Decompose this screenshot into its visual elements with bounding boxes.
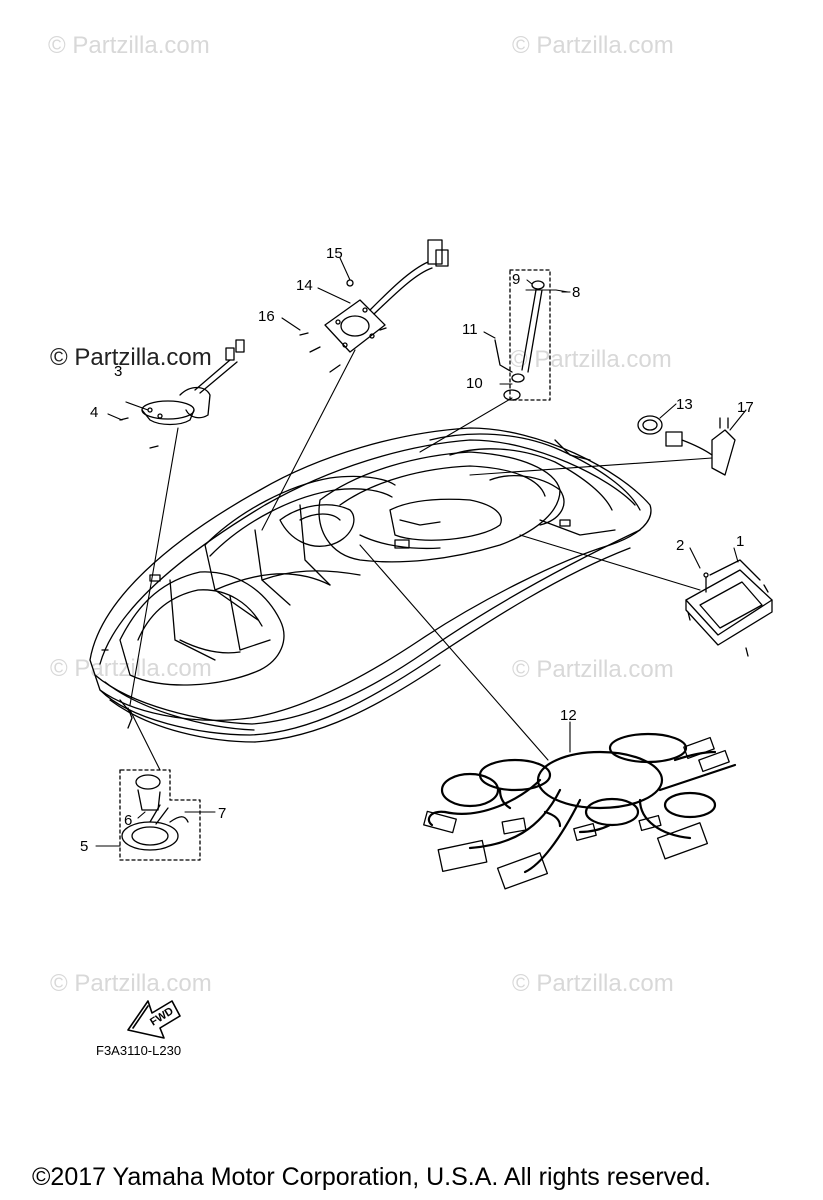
watermark: © Partzilla.com — [50, 970, 212, 997]
callout-3: 3 — [114, 363, 123, 380]
boat-hull — [89, 427, 652, 743]
callout-16: 16 — [258, 308, 275, 325]
callout-15: 15 — [326, 245, 343, 262]
callout-13: 13 — [676, 396, 693, 413]
part-17-sensor — [637, 415, 736, 476]
callout-12: 12 — [560, 707, 577, 724]
copyright: ©2017 Yamaha Motor Corporation, U.S.A. A… — [32, 1163, 711, 1191]
callout-4: 4 — [90, 404, 99, 421]
callout-ticks — [95, 257, 747, 847]
callout-7: 7 — [218, 805, 227, 822]
callout-1: 1 — [736, 533, 745, 550]
part-1-tray — [685, 559, 773, 657]
watermark: © Partzilla.com — [510, 346, 672, 373]
callout-10: 10 — [466, 375, 483, 392]
fwd-label: FWD — [148, 1005, 176, 1028]
callout-8: 8 — [572, 284, 581, 301]
part-5-fitting — [119, 769, 201, 861]
callout-11: 11 — [462, 321, 478, 338]
watermark: © Partzilla.com — [512, 32, 674, 59]
part-12-wire-harness — [427, 732, 737, 874]
watermark: © Partzilla.com — [512, 656, 674, 683]
watermark: © Partzilla.com — [512, 970, 674, 997]
part-8-tube-assembly — [494, 269, 551, 401]
watermark: © Partzilla.com — [50, 344, 212, 371]
diagram-code: F3A3110-L230 — [96, 1043, 182, 1058]
part-3-speaker-housing — [119, 339, 245, 449]
watermark: © Partzilla.com — [48, 32, 210, 59]
leader-lines — [129, 289, 713, 771]
callout-17: 17 — [737, 399, 754, 416]
fwd-arrow-icon — [127, 1000, 181, 1039]
callout-14: 14 — [296, 277, 313, 294]
callout-9: 9 — [512, 271, 521, 288]
callout-6: 6 — [124, 812, 133, 829]
part-14-speaker — [299, 239, 449, 373]
watermark: © Partzilla.com — [50, 655, 212, 682]
callout-5: 5 — [80, 838, 89, 855]
part-12-connectors — [423, 736, 730, 890]
callout-2: 2 — [676, 537, 685, 554]
